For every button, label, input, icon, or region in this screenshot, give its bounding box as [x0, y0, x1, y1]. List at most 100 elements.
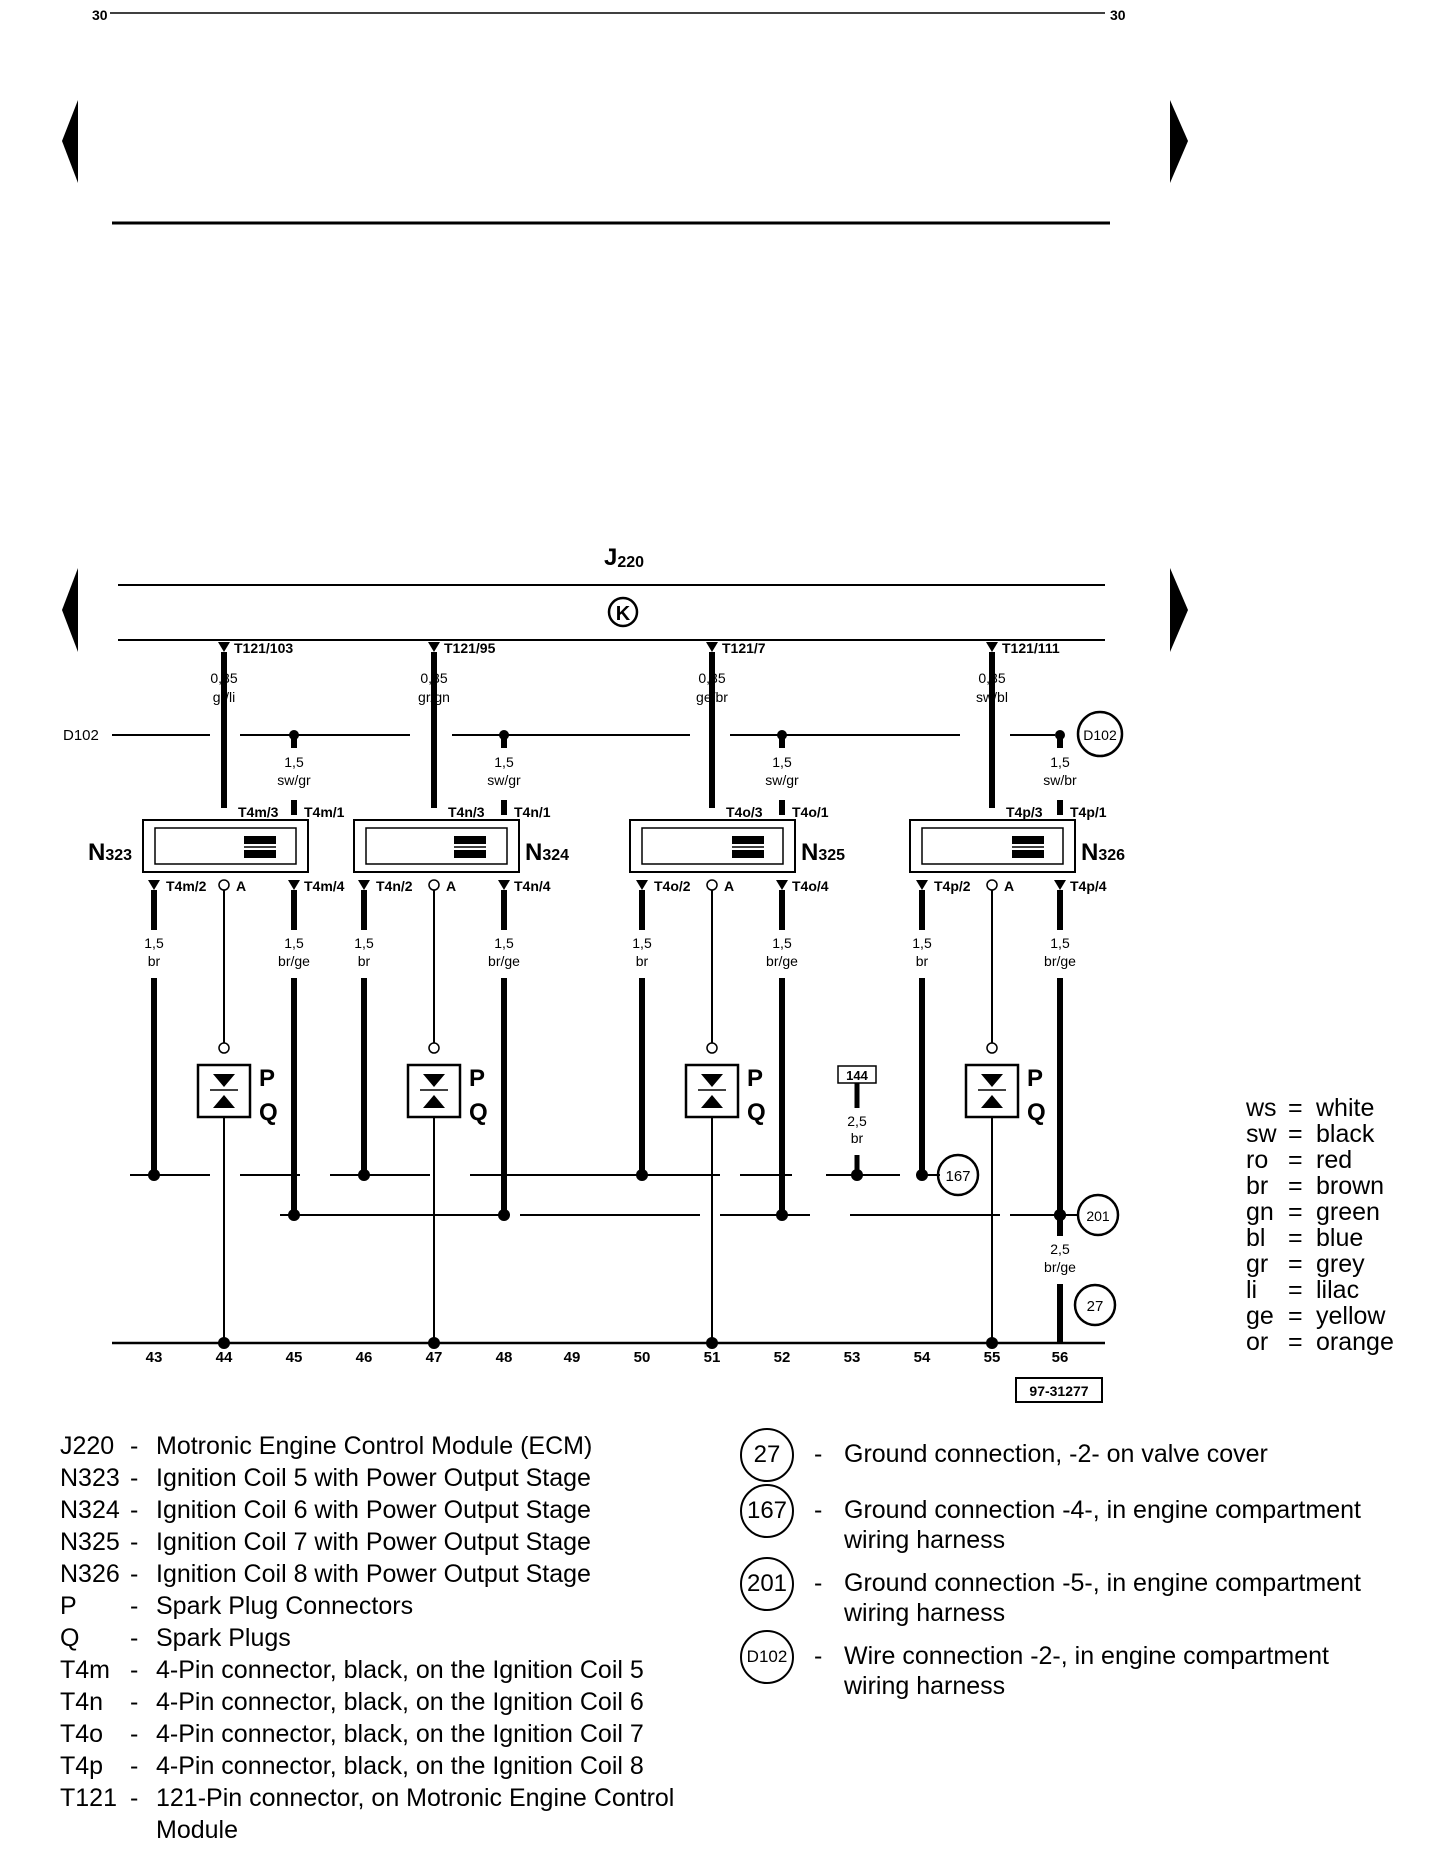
track-number: 53: [844, 1349, 861, 1366]
wire-size-label: 1,5: [144, 935, 164, 951]
track-number: 56: [1052, 1349, 1069, 1366]
coil-pin-label: T4p/2: [934, 878, 971, 894]
component-description: 4-Pin connector, black, on the Ignition …: [156, 1752, 644, 1780]
legend-dash: -: [130, 1592, 139, 1620]
ground-circle-201-label: 201: [1086, 1208, 1110, 1224]
component-description: Ignition Coil 8 with Power Output Stage: [156, 1560, 591, 1588]
plug-connector-terminal: [706, 1042, 718, 1054]
equals-sign: =: [1288, 1120, 1303, 1148]
component-code: P: [60, 1592, 77, 1620]
next-page-arrow-icon[interactable]: [1170, 100, 1188, 183]
coil-pin-label: T4p/3: [1006, 804, 1043, 820]
ground-circle-167-label: 167: [945, 1168, 970, 1185]
ignition-coil-label: N323: [88, 839, 132, 866]
coil-pin-label: T4p/4: [1070, 878, 1107, 894]
component-legend-row: N323-Ignition Coil 5 with Power Output S…: [60, 1462, 740, 1494]
plug-connector-terminal: [986, 1042, 998, 1054]
coil-pin-label: T4n/1: [514, 804, 551, 820]
spark-plug-label: Q: [1027, 1099, 1046, 1126]
track-number: 48: [496, 1349, 513, 1366]
spark-plug-box: [406, 1063, 462, 1119]
spark-gap-down-icon: [701, 1074, 723, 1087]
track-number: 52: [774, 1349, 791, 1366]
component-description: Ignition Coil 5 with Power Output Stage: [156, 1464, 591, 1492]
spark-plug-box: [684, 1063, 740, 1119]
coil-pin-arrow-icon: [498, 880, 510, 890]
component-code: N325: [60, 1528, 120, 1556]
component-description: Spark Plug Connectors: [156, 1592, 414, 1620]
equals-sign: =: [1288, 1224, 1303, 1252]
splice-dot: [498, 1209, 510, 1221]
color-legend-row: sw=black: [1246, 1121, 1394, 1147]
spark-gap-down-icon: [981, 1074, 1003, 1087]
wire-color-label: br/ge: [1044, 953, 1076, 969]
color-abbr: gn: [1246, 1198, 1274, 1226]
wire-size-label: 2,5: [1050, 1241, 1070, 1257]
page-number-right: 30: [1110, 7, 1126, 23]
spark-gap-down-icon: [213, 1074, 235, 1087]
ecm-pin-arrow-icon: [218, 642, 230, 652]
ecm-symbol: K: [616, 603, 631, 625]
wire-size-label: 2,5: [847, 1113, 867, 1129]
equals-sign: =: [1288, 1198, 1303, 1226]
ground-circle-27: [1073, 1283, 1117, 1327]
color-name: black: [1316, 1120, 1375, 1148]
coil-pin-a-label: A: [1004, 878, 1014, 894]
component-description: Ignition Coil 7 with Power Output Stage: [156, 1528, 591, 1556]
wire-size-label: 1,5: [1050, 935, 1070, 951]
color-abbr: ro: [1246, 1146, 1269, 1174]
coil-pin-label: T4o/3: [726, 804, 763, 820]
wire-color-label: br/ge: [488, 953, 520, 969]
ground-description: Ground connection, -2- on valve cover: [844, 1440, 1268, 1468]
legend-dash: -: [130, 1464, 139, 1492]
coil-pin-a-label: A: [236, 878, 246, 894]
color-legend-row: gn=green: [1246, 1199, 1394, 1225]
wire-size-label: 1,5: [632, 935, 652, 951]
coil-winding-icon: [454, 836, 486, 844]
wire-color-label: sw/gr: [487, 772, 521, 788]
wire-size-label: 1,5: [772, 754, 792, 770]
component-legend-row: Q-Spark Plugs: [60, 1622, 740, 1654]
track-number: 55: [984, 1349, 1001, 1366]
legend-dash: -: [814, 1496, 823, 1524]
svg-text:J220: J220: [604, 544, 644, 571]
coil-pin-label: T4m/2: [166, 878, 207, 894]
next-diagram-arrow-icon[interactable]: [1170, 568, 1188, 652]
spark-gap-up-icon: [423, 1095, 445, 1108]
diagram-id: 97-31277: [1029, 1383, 1088, 1399]
track-number: 51: [704, 1349, 721, 1366]
prev-diagram-arrow-icon[interactable]: [62, 568, 78, 652]
component-legend-row: T4n-4-Pin connector, black, on the Ignit…: [60, 1686, 740, 1718]
wire-color-label: sw/br: [1043, 772, 1077, 788]
ignition-coil-label: N326: [1081, 839, 1125, 866]
legend-dash: -: [814, 1642, 823, 1670]
wire-size-label: 1,5: [284, 754, 304, 770]
wire-size-label: 1,5: [1050, 754, 1070, 770]
component-description: Spark Plugs: [156, 1624, 291, 1652]
component-description: Ignition Coil 6 with Power Output Stage: [156, 1496, 591, 1524]
legend-dash: -: [130, 1656, 139, 1684]
color-abbr: gr: [1246, 1250, 1269, 1278]
color-abbr: br: [1246, 1172, 1269, 1200]
color-legend-row: bl=blue: [1246, 1225, 1394, 1251]
power-stage-box: [365, 827, 508, 865]
power-stage-box: [921, 827, 1064, 865]
component-description: 121-Pin connector, on Motronic Engine Co…: [156, 1784, 675, 1844]
plug-connector-terminal: [218, 1042, 230, 1054]
prev-page-arrow-icon[interactable]: [62, 100, 78, 183]
color-legend-row: li=lilac: [1246, 1277, 1394, 1303]
coil-pin-label: T4m/3: [238, 804, 279, 820]
coil-pin-label: T4o/4: [792, 878, 829, 894]
component-code: J220: [60, 1432, 115, 1460]
ground-circle-d102: [1076, 710, 1124, 758]
component-legend-row: N324-Ignition Coil 6 with Power Output S…: [60, 1494, 740, 1526]
color-name: orange: [1316, 1328, 1394, 1356]
component-description: 4-Pin connector, black, on the Ignition …: [156, 1656, 644, 1684]
ignition-coil-label: N324: [525, 839, 569, 866]
coil-pin-label: T4n/3: [448, 804, 485, 820]
component-legend-row: P -Spark Plug Connectors: [60, 1590, 740, 1622]
wire-color-label: br: [636, 953, 649, 969]
wire-size-label: 1,5: [494, 754, 514, 770]
ground-circle-167: [936, 1153, 980, 1197]
ground-description: Wire connection -2-, in engine compartme…: [844, 1642, 1329, 1700]
